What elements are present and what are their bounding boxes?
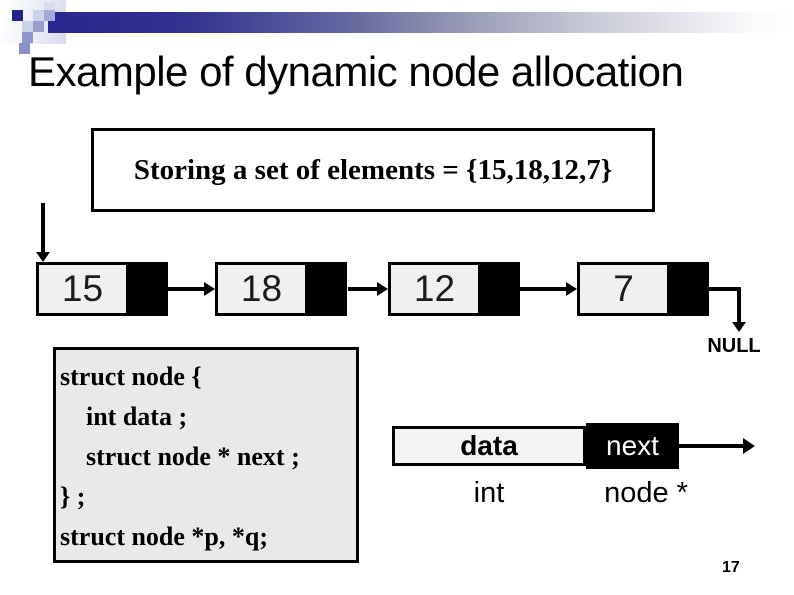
arrow-shaft — [348, 287, 379, 291]
code-line: } ; — [60, 482, 86, 511]
decoration-square — [44, 10, 55, 21]
null-elbow-line — [705, 287, 741, 291]
code-box: struct node { int data ; struct node * n… — [53, 347, 359, 563]
arrow-shaft — [679, 444, 745, 448]
arrow-head — [377, 282, 388, 296]
decoration-square — [19, 43, 30, 54]
code-line: struct node { — [60, 362, 202, 391]
decoration-square — [33, 21, 44, 32]
decoration-square — [22, 32, 33, 43]
arrow-head — [732, 322, 746, 332]
arrow-shaft — [41, 203, 45, 254]
node-data-cell: 12 — [391, 265, 478, 313]
null-arrow-down-icon — [732, 287, 746, 332]
field-type-node-pointer-label: node * — [604, 477, 688, 509]
arrow-head — [204, 282, 215, 296]
node-next-cell — [126, 265, 165, 313]
next-field-arrow-right-icon — [679, 438, 755, 454]
code-line: int data ; — [60, 402, 188, 431]
link-arrow-right-icon — [348, 282, 388, 296]
decoration-square — [33, 10, 44, 21]
list-node: 18 — [215, 262, 347, 316]
null-label: NULL — [707, 335, 761, 357]
arrow-shaft — [520, 287, 568, 291]
decoration-square — [12, 10, 23, 21]
arrow-head — [743, 438, 755, 454]
field-data-box: data — [392, 426, 586, 466]
slide-title: Example of dynamic node allocation — [28, 48, 684, 95]
code-line: struct node * next ; — [60, 442, 300, 471]
node-next-cell — [667, 265, 706, 313]
node-next-cell — [305, 265, 344, 313]
node-data-cell: 7 — [580, 265, 667, 313]
node-next-cell — [478, 265, 517, 313]
link-arrow-right-icon — [168, 282, 215, 296]
storing-caption-text: Storing a set of elements = {15,18,12,7} — [133, 153, 613, 186]
code-line: struct node *p, *q; — [60, 522, 269, 551]
decoration-square — [22, 21, 33, 32]
field-type-int-label: int — [473, 477, 505, 509]
decoration-gradient-bar — [48, 12, 794, 33]
arrow-shaft — [737, 287, 741, 324]
link-arrow-right-icon — [520, 282, 577, 296]
list-node: 7 — [577, 262, 709, 316]
arrow-shaft — [168, 287, 206, 291]
arrow-head — [36, 252, 50, 262]
node-data-cell: 18 — [218, 265, 305, 313]
list-node: 15 — [36, 262, 168, 316]
head-pointer-arrow-down-icon — [36, 203, 50, 262]
list-node: 12 — [388, 262, 520, 316]
field-next-box: next — [586, 423, 679, 469]
arrow-head — [566, 282, 577, 296]
node-data-cell: 15 — [39, 265, 126, 313]
decoration-square — [44, 2, 55, 13]
page-number: 17 — [722, 559, 740, 576]
storing-caption-box: Storing a set of elements = {15,18,12,7} — [91, 128, 655, 212]
